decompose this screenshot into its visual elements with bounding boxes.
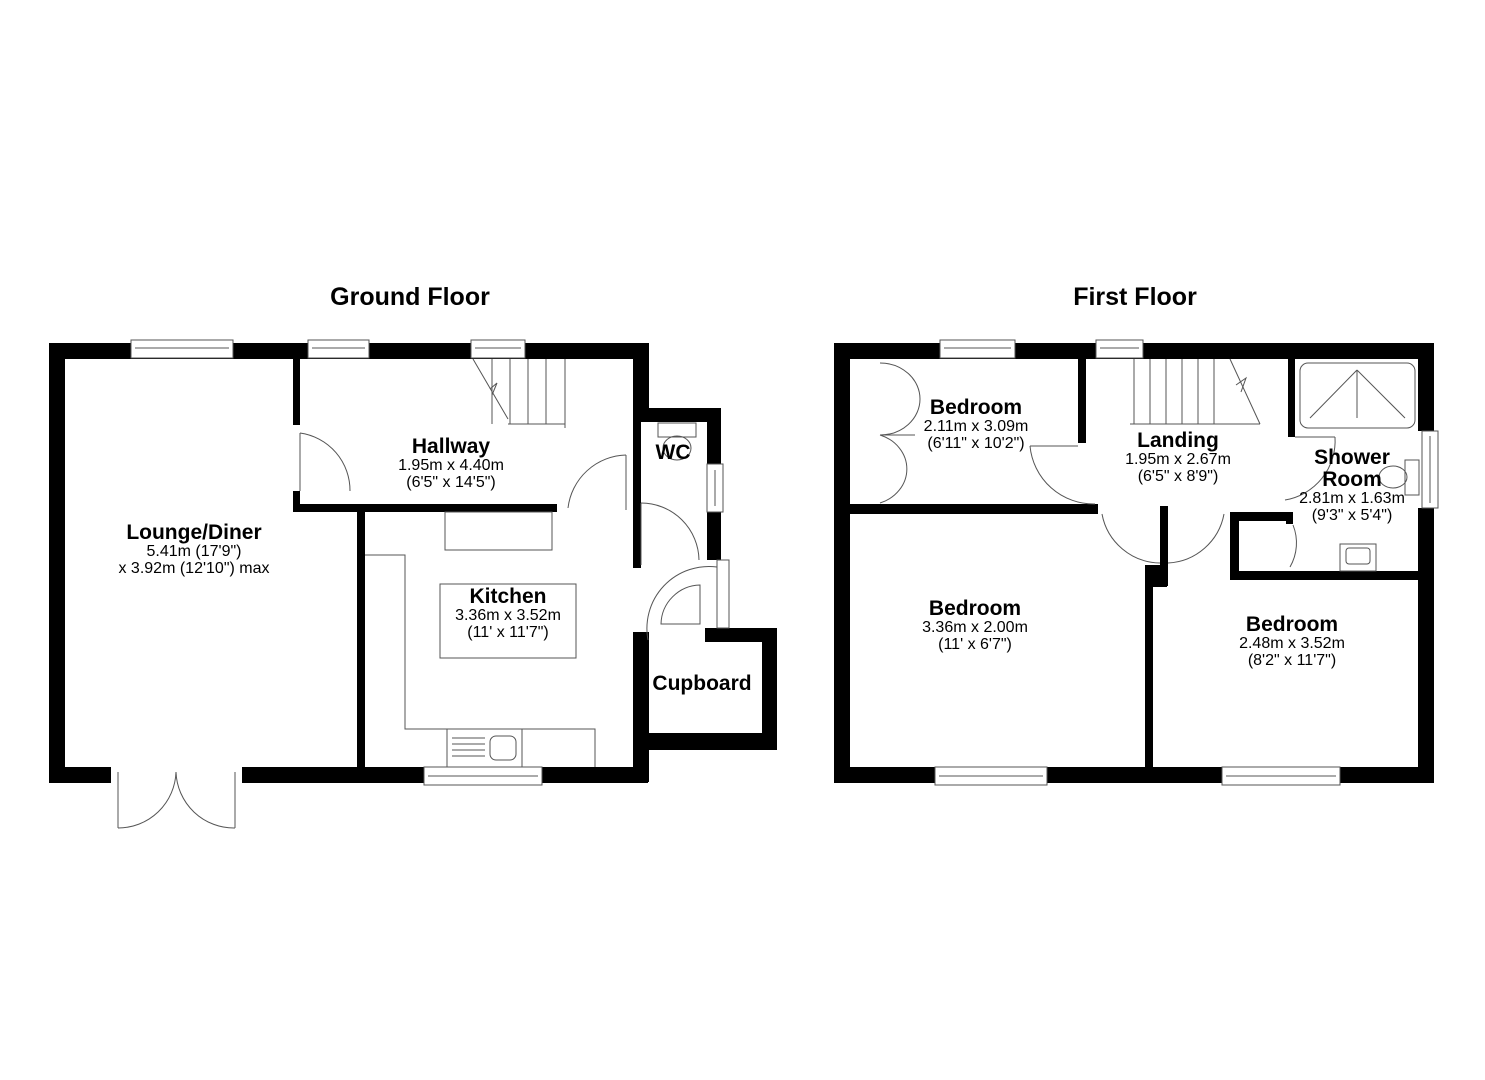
- ground-floor-windows: [130, 339, 724, 786]
- room-dimension: 1.95m x 2.67m: [1125, 451, 1231, 469]
- room-dimension: (11' x 11'7"): [467, 623, 549, 641]
- room-name: Bedroom: [929, 396, 1023, 419]
- room-bedroom-3: Bedroom 2.48m x 3.52m (8'2" x 11'7"): [1212, 613, 1372, 670]
- ground-floor-stairs: [472, 358, 566, 428]
- ground-floor-title: Ground Floor: [330, 283, 490, 311]
- room-lounge-diner: Lounge/Diner 5.41m (17'9") x 3.92m (12'1…: [94, 521, 294, 578]
- room-name: Shower: [1314, 446, 1390, 469]
- first-floor-windows: [934, 339, 1439, 786]
- room-dimension: 2.48m x 3.52m: [1239, 635, 1345, 653]
- room-name-line2: Room: [1322, 468, 1382, 492]
- room-dimension: 2.81m x 1.63m: [1299, 490, 1405, 508]
- room-dimension: (9'3" x 5'4"): [1311, 506, 1393, 524]
- room-dimension: 5.41m (17'9"): [146, 543, 242, 561]
- room-dimension: 3.36m x 3.52m: [455, 607, 561, 625]
- wc-toilet-icon: [657, 422, 697, 461]
- room-name: Cupboard: [652, 672, 752, 695]
- room-dimension: 3.36m x 2.00m: [922, 619, 1028, 637]
- room-name: Kitchen: [469, 585, 547, 608]
- room-bedroom-1: Bedroom 2.11m x 3.09m (6'11" x 10'2"): [896, 396, 1056, 453]
- kitchen-fittings: [365, 422, 697, 767]
- shower-room-fittings: [1299, 362, 1420, 572]
- room-dimension: 2.11m x 3.09m: [923, 418, 1029, 436]
- room-name: Bedroom: [928, 597, 1022, 620]
- kitchen-sink-icon: [452, 735, 517, 761]
- room-cupboard: Cupboard: [640, 672, 764, 695]
- basin-icon: [1339, 543, 1377, 572]
- room-landing: Landing 1.95m x 2.67m (6'5" x 8'9"): [1098, 429, 1258, 486]
- room-kitchen: Kitchen 3.36m x 3.52m (11' x 11'7"): [430, 585, 586, 642]
- ground-floor-doors: [117, 432, 730, 829]
- room-name: WC: [655, 441, 691, 464]
- first-floor-doors: [879, 362, 1336, 568]
- room-dimension: (6'5" x 8'9"): [1137, 467, 1219, 485]
- shower-tray-icon: [1299, 362, 1416, 429]
- room-dimension: (8'2" x 11'7"): [1247, 651, 1337, 669]
- room-dimension: (6'11" x 10'2"): [927, 434, 1025, 452]
- room-dimension: (11' x 6'7"): [938, 635, 1012, 653]
- room-dimension: (6'5" x 14'5"): [406, 473, 496, 491]
- room-hallway: Hallway 1.95m x 4.40m (6'5" x 14'5"): [371, 435, 531, 492]
- room-bedroom-2: Bedroom 3.36m x 2.00m (11' x 6'7"): [895, 597, 1055, 654]
- first-floor-stairs: [1130, 358, 1261, 425]
- room-wc: WC: [648, 441, 698, 464]
- toilet-icon: [1378, 459, 1420, 496]
- room-name: Lounge/Diner: [126, 521, 262, 544]
- room-shower-room: Shower Room 2.81m x 1.63m (9'3" x 5'4"): [1282, 446, 1422, 525]
- room-name: Hallway: [411, 435, 491, 458]
- first-floor-title: First Floor: [1073, 283, 1197, 311]
- room-name: Bedroom: [1245, 613, 1339, 636]
- room-dimension: x 3.92m (12'10") max: [118, 559, 270, 577]
- room-name: Landing: [1137, 429, 1219, 452]
- room-dimension: 1.95m x 4.40m: [398, 457, 504, 475]
